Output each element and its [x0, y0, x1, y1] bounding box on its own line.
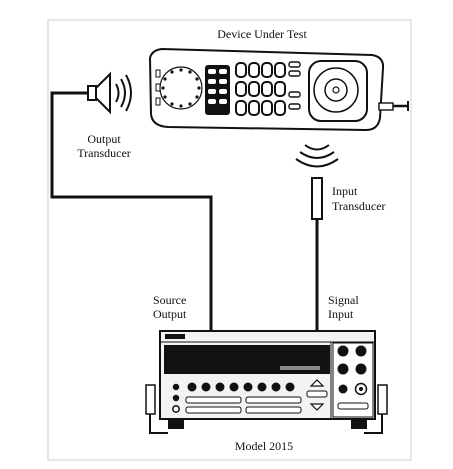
bench-multimeter-icon: [145, 330, 388, 434]
input-transducer-label-line2: Transducer: [332, 199, 386, 213]
cordless-phone-icon: [148, 47, 409, 132]
device-title: Device Under Test: [217, 27, 307, 41]
source-output-label-line1: Source: [153, 293, 186, 307]
output-cable: [50, 91, 213, 331]
speaker-icon: [87, 71, 132, 115]
sound-waves-icon: [295, 144, 339, 168]
source-output-label-line2: Output: [153, 307, 187, 321]
microphone-icon: [311, 177, 323, 220]
output-transducer-label-line1: Output: [87, 132, 121, 146]
output-transducer-label-line2: Transducer: [77, 146, 131, 160]
input-transducer-label-line1: Input: [332, 184, 358, 198]
signal-input-label-line2: Input: [328, 307, 354, 321]
signal-input-label-line1: Signal: [328, 293, 359, 307]
frame-border: [47, 19, 412, 461]
model-label: Model 2015: [235, 439, 293, 453]
